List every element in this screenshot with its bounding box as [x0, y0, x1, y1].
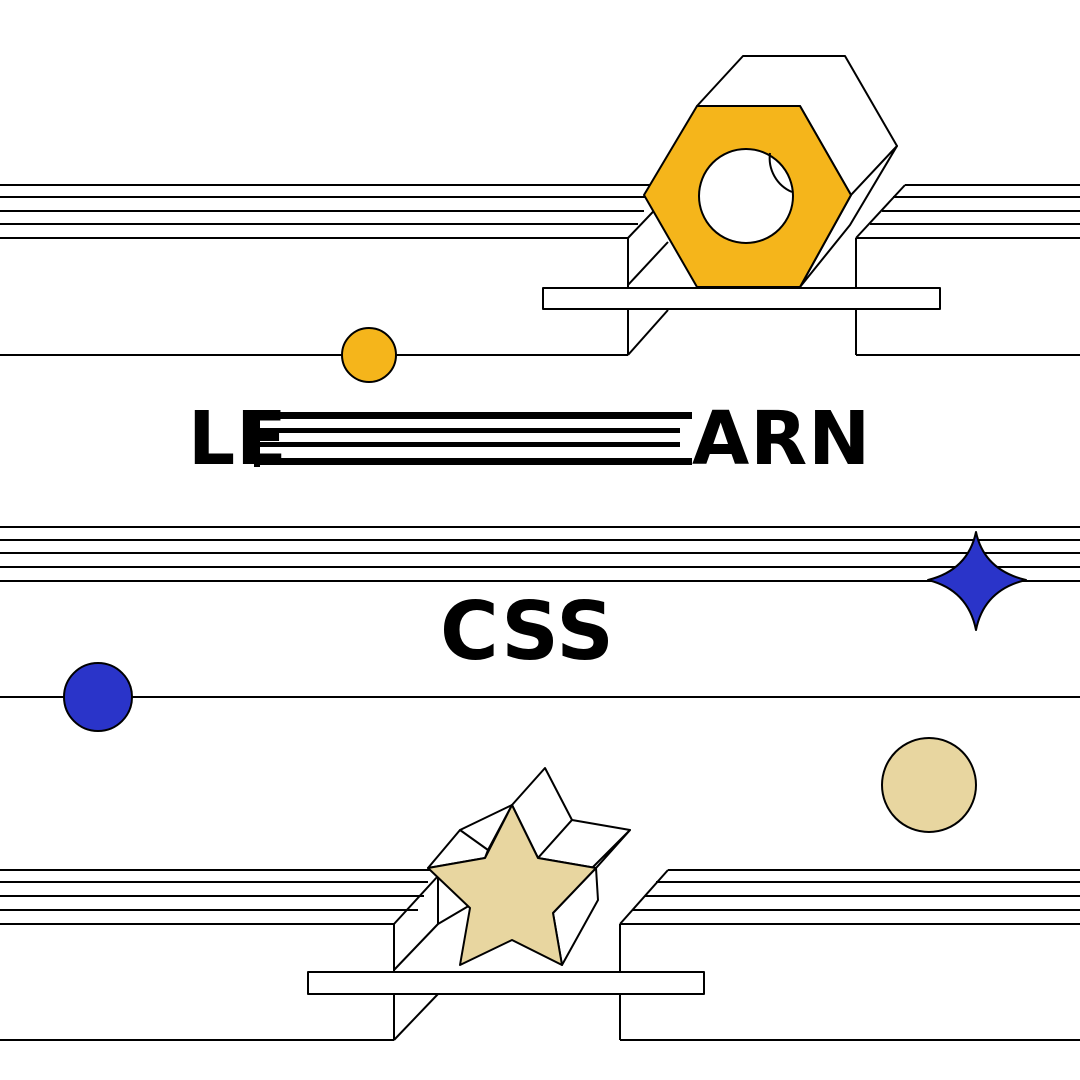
headline-right-text: ARN	[692, 396, 872, 482]
bottom-shelf	[307, 971, 705, 995]
hex-nut-icon	[643, 55, 898, 288]
sparkle-icon	[927, 531, 1027, 631]
top-stripe-band	[0, 184, 1080, 356]
beige-circle-icon	[881, 737, 977, 833]
star-icon	[427, 767, 631, 966]
top-shelf	[542, 287, 941, 310]
yellow-circle-icon	[341, 327, 397, 383]
middle-stripe-band	[0, 526, 1080, 698]
long-e-bars	[254, 412, 692, 467]
headline-css-text: CSS	[440, 585, 615, 678]
blue-circle-icon	[63, 662, 133, 732]
bottom-stripe-band	[0, 869, 1080, 1041]
headline-left-text: LE	[188, 396, 288, 482]
